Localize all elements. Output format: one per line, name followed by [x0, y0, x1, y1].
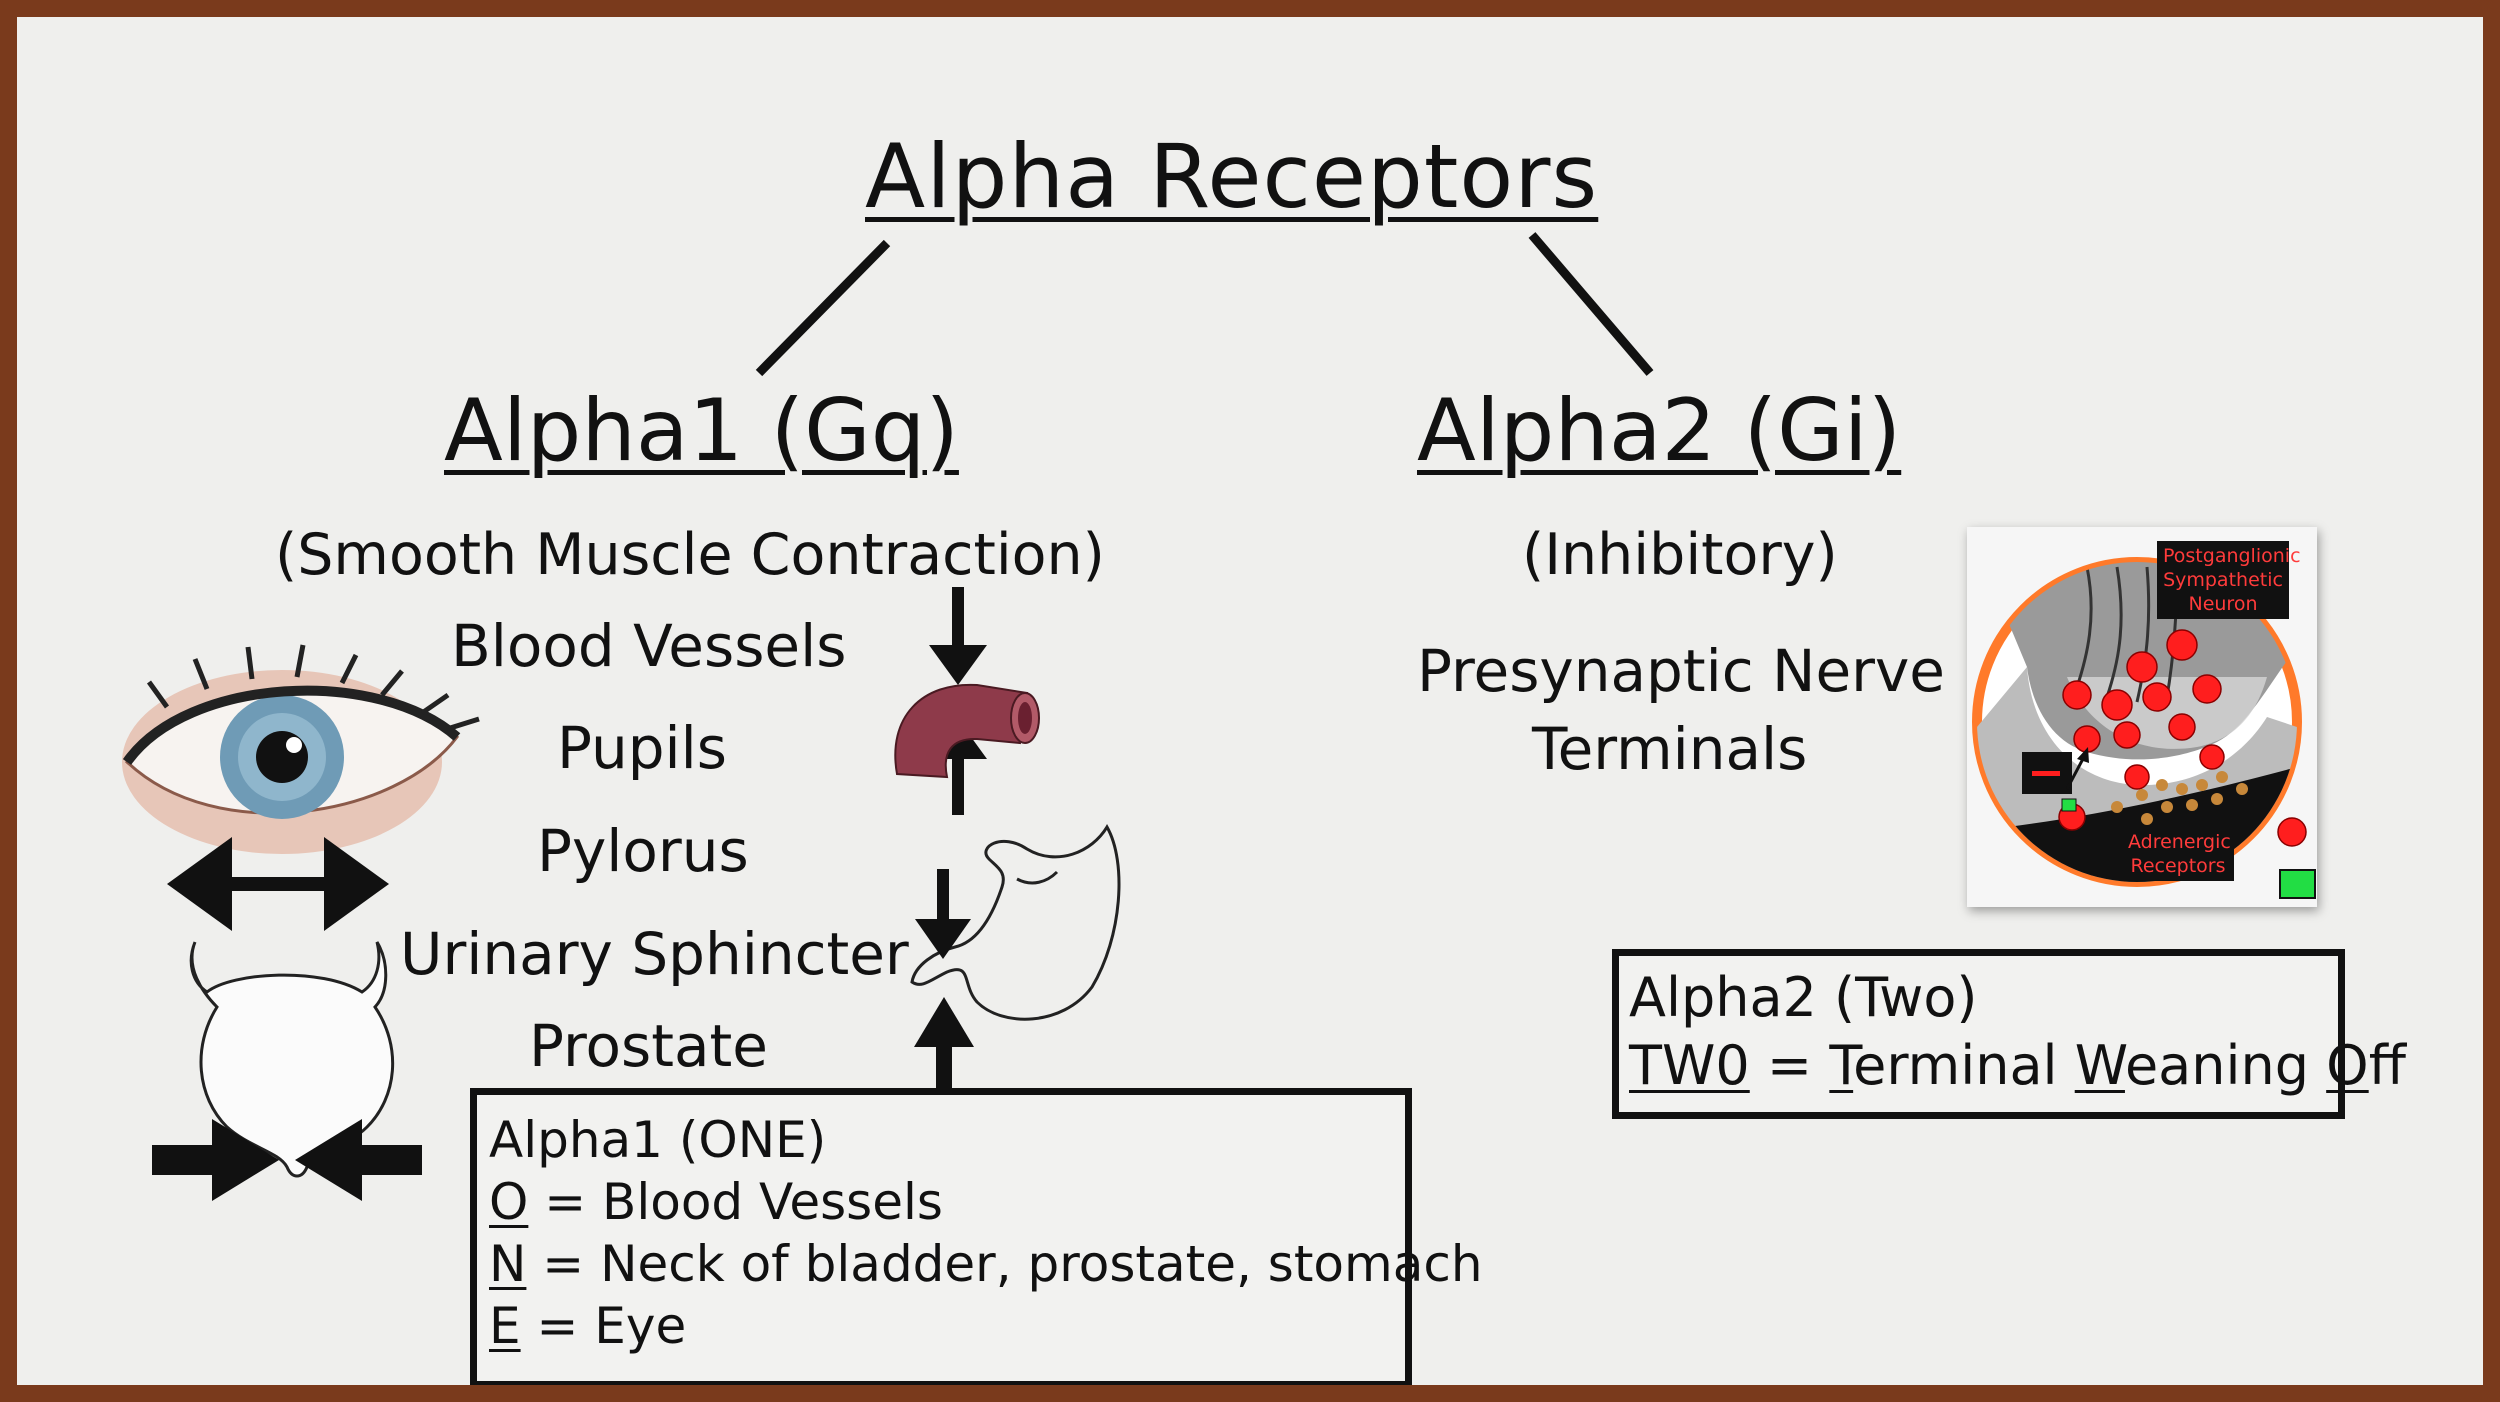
alpha2-effect: (Inhibitory)	[1522, 522, 1838, 588]
alpha1-site-pupils: Pupils	[557, 714, 727, 782]
page-title: Alpha Receptors	[865, 125, 1599, 228]
down-arrow-pylorus-icon	[915, 869, 971, 959]
alpha1-heading: Alpha1 (Gq)	[444, 381, 959, 481]
alpha2-site-line1: Presynaptic Nerve	[1417, 637, 1945, 705]
diagram-lines	[122, 232, 1654, 1201]
alpha1-site-urinary-sphincter: Urinary Sphincter	[400, 920, 909, 988]
neuron-bottom-label: Adrenergic Receptors	[2122, 827, 2234, 881]
sphincter-left-arrow-icon	[152, 1119, 279, 1201]
slide: Alpha Receptors Alpha1 (Gq) (Smooth Musc…	[17, 17, 2483, 1385]
mnemonic1-line-o: O = Blood Vessels	[489, 1173, 943, 1231]
bladder-icon	[189, 941, 395, 1178]
sphincter-right-arrow-icon	[295, 1119, 422, 1201]
alpha1-site-blood-vessels: Blood Vessels	[451, 612, 847, 680]
presynaptic-neuron-diagram: Postganglionic Sympathetic Neuron Adrene…	[1967, 527, 2317, 907]
alpha1-site-prostate: Prostate	[529, 1012, 768, 1080]
mnemonic2-title: Alpha2 (Two)	[1629, 966, 1978, 1029]
eye-icon	[122, 644, 480, 854]
alpha1-mnemonic-box: Alpha1 (ONE) O = Blood Vessels N = Neck …	[470, 1088, 1483, 1385]
mnemonic1-title: Alpha1 (ONE)	[489, 1111, 827, 1169]
alpha2-heading: Alpha2 (Gi)	[1417, 381, 1902, 481]
blood-vessel-icon	[894, 683, 1040, 779]
dilation-arrow-icon	[167, 837, 389, 931]
mnemonic1-line-e: E = Eye	[489, 1297, 687, 1355]
mnemonic1-line-n: N = Neck of bladder, prostate, stomach	[489, 1235, 1483, 1293]
alpha1-effect: (Smooth Muscle Contraction)	[275, 522, 1105, 588]
alpha2-mnemonic-box: Alpha2 (Two) TW0 = Terminal Weaning Off	[1612, 949, 2406, 1119]
down-arrow-vessel-icon	[929, 587, 987, 685]
connector-left	[755, 239, 891, 377]
stomach-icon	[910, 824, 1121, 1021]
mnemonic2-expansion: TW0 = Terminal Weaning Off	[1629, 1034, 2406, 1097]
alpha2-site-line2: Terminals	[1532, 715, 1808, 783]
neuron-top-label: Postganglionic Sympathetic Neuron	[2157, 541, 2301, 619]
alpha1-site-pylorus: Pylorus	[537, 817, 749, 885]
connector-right	[1528, 232, 1654, 376]
